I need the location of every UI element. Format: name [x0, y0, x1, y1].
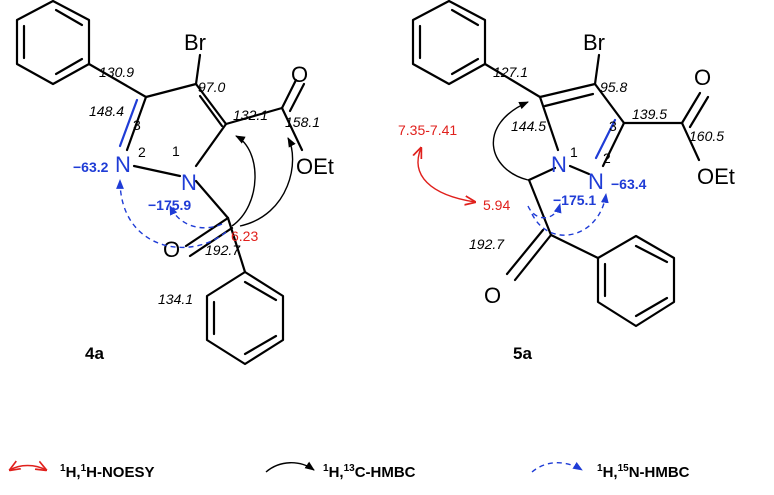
nshift-n1-5a: −175.1 — [553, 192, 596, 208]
benzoyl-group-5a — [505, 178, 676, 328]
shift-ph-ipso-4a: 130.9 — [99, 64, 134, 80]
ring-number-3-4a: 3 — [133, 117, 141, 133]
nhmbc-arrow-to-n2-4a — [116, 179, 227, 249]
nshift-n1-4a: −175.9 — [148, 197, 191, 213]
atom-br-5a: Br — [583, 30, 605, 55]
nshift-n2-4a: −63.2 — [73, 159, 109, 175]
ring-number-3-5a: 3 — [609, 118, 617, 134]
hmbc-arrow-to-c5-4a — [231, 135, 256, 227]
shift-c4-4a: 97.0 — [198, 79, 225, 95]
shift-co2et-5a: 160.5 — [689, 128, 724, 144]
atom-o-ketone-4a: O — [163, 237, 180, 262]
legend-item-hmbc-c: 1H,13C-HMBC — [265, 461, 416, 481]
shift-c3-4a: 148.4 — [89, 103, 124, 119]
nhmbc-legend-arrow — [531, 462, 583, 473]
compound-label-5a: 5a — [513, 344, 532, 363]
hshift-ch2-4a: 6.23 — [231, 228, 258, 244]
legend-label-hmbc-c: 1H,13C-HMBC — [323, 463, 416, 481]
shift-co-5a: 192.7 — [469, 236, 505, 252]
atom-o-ketone-5a: O — [484, 283, 501, 308]
atom-oet-5a: OEt — [697, 164, 735, 189]
ring-number-1-5a: 1 — [570, 144, 578, 160]
atom-o-ester-4a: O — [291, 62, 308, 87]
legend-label-noesy: 1H,1H-NOESY — [60, 463, 154, 481]
nshift-n2-5a: −63.4 — [611, 176, 647, 192]
nhmbc-arrow-to-n2-5a — [531, 193, 609, 236]
ring-number-1-4a: 1 — [172, 143, 180, 159]
legend-item-hmbc-n: 1H,15N-HMBC — [531, 462, 690, 481]
atom-o-ester-5a: O — [694, 65, 711, 90]
pyrazole-ring-5a — [527, 53, 626, 182]
legend: 1H,1H-NOESY 1H,13C-HMBC 1H,15N-HMBC — [10, 463, 690, 481]
atom-br-4a: Br — [184, 30, 206, 55]
shift-co-4a: 192.7 — [205, 242, 241, 258]
compound-label-4a: 4a — [85, 344, 104, 363]
ring-number-2-4a: 2 — [138, 144, 146, 160]
shift-c4-5a: 95.8 — [600, 79, 627, 95]
phenyl-ring-5a — [411, 0, 542, 99]
ester-group-5a — [622, 91, 710, 162]
noesy-arrow-5a — [418, 148, 475, 202]
nhmbc-arrow-to-n1-5a — [527, 203, 562, 219]
shift-co2et-4a: 158.1 — [285, 114, 320, 130]
ester-group-4a — [224, 78, 306, 152]
atom-n2-5a: N — [588, 169, 604, 194]
shift-ph-ipso-5a: 127.1 — [493, 64, 528, 80]
shift-c5-5a: 144.5 — [511, 118, 546, 134]
compound-5a: Br N N O OEt O 3 1 2 127.1 144.5 95.8 13… — [398, 0, 735, 363]
atom-oet-4a: OEt — [296, 154, 334, 179]
phenyl-ring-4a — [15, 0, 148, 99]
hshift-ch2-5a: 5.94 — [483, 197, 510, 213]
pyrazole-ring-4a — [118, 53, 230, 220]
shift-bz-ipso-4a: 134.1 — [158, 291, 193, 307]
hmbc-arrow-to-c5-5a — [492, 101, 529, 181]
hmbc-arrow-to-co2et-4a — [239, 137, 296, 227]
shift-c5-4a: 132.1 — [233, 107, 268, 123]
compound-4a: Br N N O OEt O 3 2 1 130.9 148.4 97.0 13… — [15, 0, 334, 366]
legend-item-noesy: 1H,1H-NOESY — [10, 463, 154, 481]
atom-n1-4a: N — [181, 170, 197, 195]
noesy-legend-arrow — [10, 466, 46, 471]
hmbc-legend-arrow — [265, 461, 315, 473]
legend-label-hmbc-n: 1H,15N-HMBC — [597, 463, 690, 481]
ring-number-2-5a: 2 — [603, 150, 611, 166]
hshift-ortho-5a: 7.35-7.41 — [398, 122, 457, 138]
shift-c3-5a: 139.5 — [632, 106, 667, 122]
atom-n2-4a: N — [115, 152, 131, 177]
atom-n1-5a: N — [551, 152, 567, 177]
nhmbc-arrow-to-n1-4a — [169, 205, 223, 229]
